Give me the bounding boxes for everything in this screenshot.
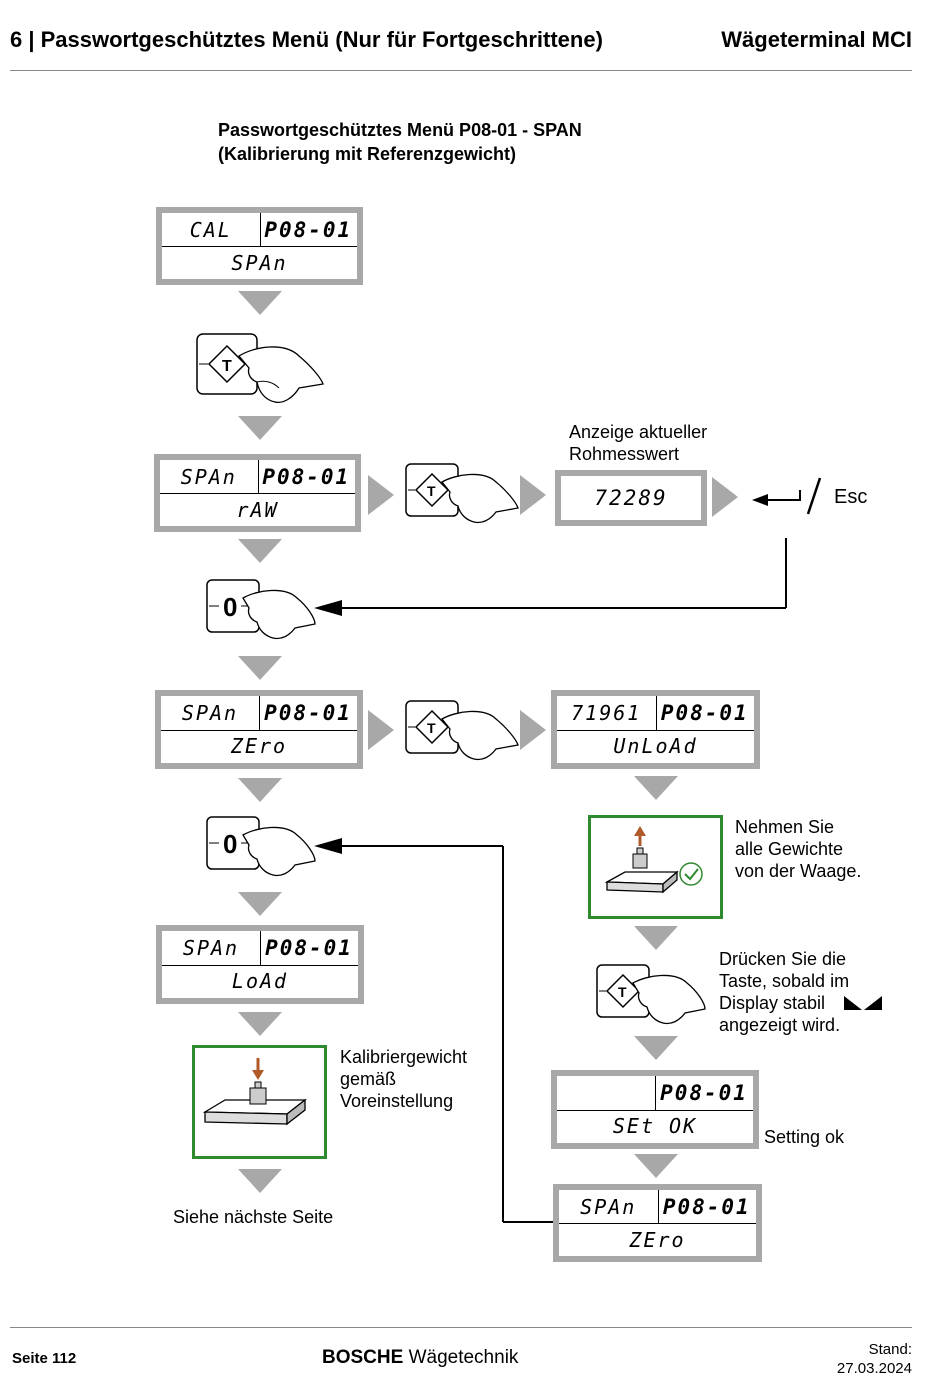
display-cell-left: [557, 1076, 656, 1110]
flow-arrow-down: [238, 416, 282, 440]
display-cell-left: SPAn: [559, 1190, 659, 1223]
footer-brand: BOSCHE Wägetechnik: [322, 1347, 518, 1369]
stand-label: Stand:: [868, 1341, 912, 1358]
flow-arrow-down: [634, 776, 678, 800]
display-cell-right: P08-01: [660, 700, 749, 725]
flow-arrow-down: [238, 291, 282, 315]
zero-key-press-icon: 0: [206, 816, 316, 877]
svg-text:T: T: [427, 483, 436, 499]
brand-bold: BOSCHE: [322, 1347, 404, 1368]
display-cell-left: 71961: [557, 696, 657, 730]
display-cell-right: P08-01: [265, 935, 353, 960]
flow-arrow-down: [634, 1036, 678, 1060]
flow-arrow-down: [238, 778, 282, 802]
display-cell-left: SPAn: [162, 931, 261, 965]
svg-text:T: T: [618, 984, 627, 1000]
display-span-load: SPAn P08-01 LoAd: [156, 925, 364, 1004]
instruction-line: Drücken Sie die: [719, 949, 847, 969]
instruction-line: gemäß: [340, 1069, 397, 1089]
svg-text:0: 0: [223, 592, 237, 622]
instruction-line: Taste, sobald im: [719, 971, 850, 991]
display-cell-right: P08-01: [660, 1080, 748, 1105]
display-set-ok: P08-01 SEt OK: [551, 1070, 759, 1149]
tare-key-press-icon: T: [405, 700, 519, 761]
instruction-line: Nehmen Sie: [735, 817, 835, 837]
setting-ok-label: Setting ok: [764, 1127, 845, 1147]
load-instruction: Kalibriergewicht gemäß Voreinstellung: [340, 1046, 467, 1112]
zero-key-press-icon: 0: [206, 579, 316, 640]
header-section-title: 6 | Passwortgeschütztes Menü (Nur für Fo…: [10, 27, 603, 52]
brand-rest: Wägetechnik: [403, 1347, 519, 1368]
caption-line: Anzeige aktueller: [569, 422, 708, 442]
display-cell-right: P08-01: [264, 700, 352, 725]
display-cell-bottom: UnLoAd: [613, 734, 698, 759]
flow-arrow-down: [634, 1154, 678, 1178]
display-cell-bottom: SEt OK: [612, 1114, 698, 1139]
instruction-line: alle Gewichte: [735, 839, 844, 859]
flow-arrow-down: [238, 1169, 282, 1193]
svg-text:T: T: [222, 358, 232, 375]
page-title: Passwortgeschütztes Menü P08-01 - SPAN (…: [218, 118, 582, 166]
raw-value-caption: Anzeige aktueller Rohmesswert: [569, 421, 707, 465]
esc-label: Esc: [834, 486, 868, 508]
display-cell-left: SPAn: [161, 696, 260, 730]
display-cal-span: CAL P08-01 SPAn: [156, 207, 363, 285]
display-cell-right: P08-01: [264, 217, 353, 242]
title-line-2: (Kalibrierung mit Referenzgewicht): [218, 144, 517, 164]
svg-text:T: T: [427, 720, 436, 736]
display-span-zero-return: SPAn P08-01 ZEro: [553, 1184, 762, 1262]
scale-unload-icon: [604, 826, 703, 894]
display-cell-bottom: SPAn: [231, 250, 288, 275]
footer-rule: [10, 1327, 912, 1328]
flow-arrow-down: [634, 926, 678, 950]
header-product-name: Wägeterminal MCI: [721, 27, 912, 52]
display-cell-bottom: LoAd: [231, 969, 289, 994]
display-cell-bottom: ZEro: [230, 734, 288, 759]
display-cell-bottom: rAW: [236, 497, 279, 522]
flow-arrow-down: [238, 539, 282, 563]
instruction-line: Display stabil: [719, 993, 826, 1013]
flow-arrow-down: [238, 656, 282, 680]
flow-arrow-down: [238, 892, 282, 916]
title-line-1: Passwortgeschütztes Menü P08-01 - SPAN: [218, 120, 582, 140]
display-raw-value: 72289: [555, 470, 707, 526]
display-span-raw: SPAn P08-01 rAW: [154, 454, 361, 532]
flow-arrow-right: [712, 477, 738, 517]
display-cell-left: CAL: [162, 213, 261, 246]
flow-arrow-right: [520, 475, 546, 515]
next-page-note: Siehe nächste Seite: [173, 1207, 334, 1227]
unload-scale-illustration: [588, 815, 723, 919]
unload-instruction: Nehmen Sie alle Gewichte von der Waage.: [735, 816, 861, 882]
flow-arrow-right: [520, 710, 546, 750]
display-value: 72289: [594, 486, 668, 510]
display-cell-right: P08-01: [262, 464, 351, 489]
svg-text:0: 0: [223, 829, 237, 859]
press-instruction: Drücken Sie die Taste, sobald im Display…: [719, 948, 849, 1036]
header-rule: [10, 70, 912, 71]
tare-key-press-icon: T: [196, 333, 324, 404]
instruction-line: Kalibriergewicht: [340, 1047, 468, 1067]
display-span-zero: SPAn P08-01 ZEro: [155, 690, 363, 769]
display-cell-bottom: ZEro: [629, 1227, 686, 1252]
scale-load-icon: [202, 1058, 307, 1126]
footer-page-number: Seite 112: [12, 1350, 77, 1367]
instruction-line: Voreinstellung: [340, 1091, 454, 1111]
stand-date: 27.03.2024: [836, 1360, 912, 1377]
instruction-line: angezeigt wird.: [719, 1015, 841, 1035]
footer-stand: Stand: 27.03.2024: [837, 1340, 912, 1378]
flow-arrow-right: [368, 710, 394, 750]
display-cell-right: P08-01: [662, 1194, 751, 1219]
flow-arrow-down: [238, 1012, 282, 1036]
display-unload: 71961 P08-01 UnLoAd: [551, 690, 760, 769]
display-cell-left: SPAn: [160, 460, 259, 493]
instruction-line: von der Waage.: [735, 861, 862, 881]
flow-arrow-right: [368, 475, 394, 515]
tare-key-press-icon: T: [405, 463, 519, 524]
tare-key-press-icon: T: [596, 964, 706, 1025]
caption-line: Rohmesswert: [569, 444, 680, 464]
load-scale-illustration: [192, 1045, 327, 1159]
